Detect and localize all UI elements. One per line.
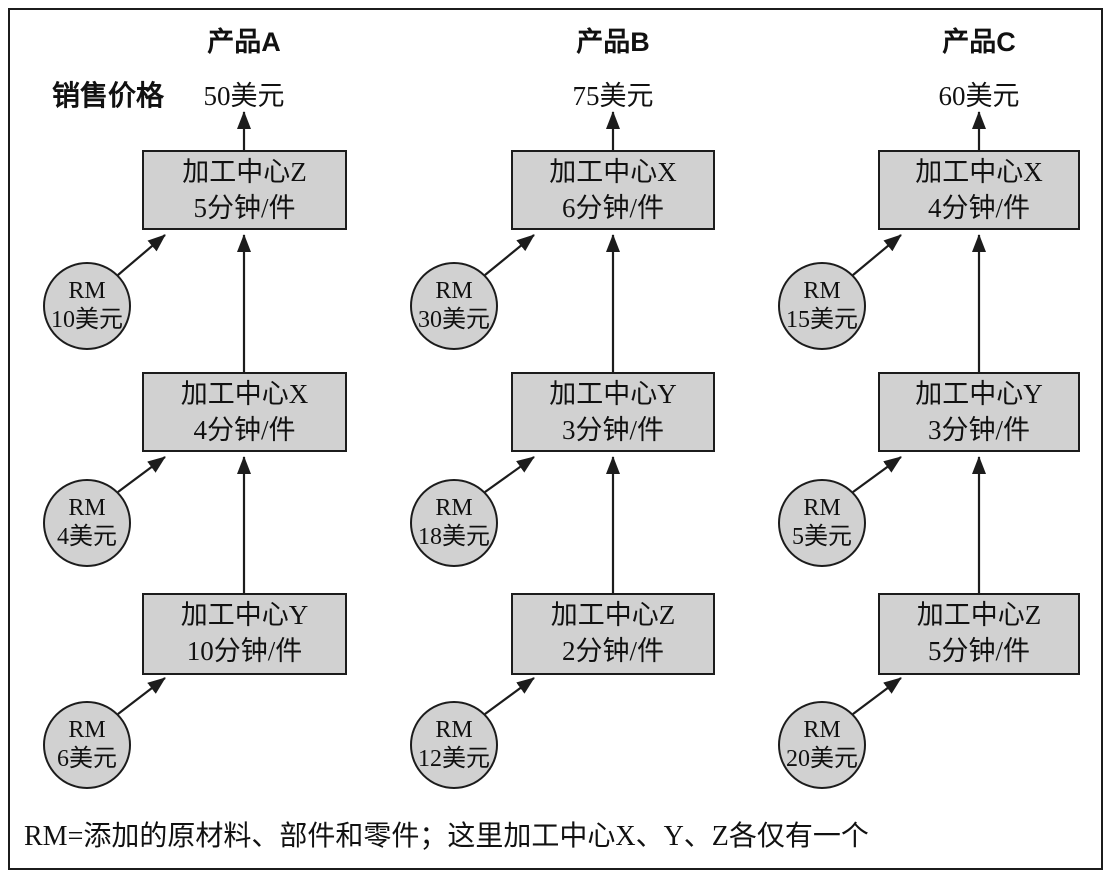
rm-cost: 15美元	[786, 307, 858, 333]
rm-label: RM	[803, 717, 841, 743]
product-c-title: 产品C	[942, 27, 1016, 57]
rm-cost: 6美元	[57, 746, 117, 772]
product-c-rm-bottom: RM 20美元	[778, 701, 866, 789]
station-name: 加工中心Y	[549, 379, 677, 409]
product-c-price: 60美元	[938, 81, 1020, 111]
station-name: 加工中心Y	[180, 600, 309, 630]
product-b-rm-bottom: RM 12美元	[410, 701, 498, 789]
product-b-station-top: 加工中心X 6分钟/件	[511, 150, 715, 230]
station-name: 加工中心X	[549, 157, 677, 187]
product-a-rm-bottom: RM 6美元	[43, 701, 131, 789]
station-rate: 4分钟/件	[927, 193, 1030, 223]
product-c-rm-mid: RM 5美元	[778, 479, 866, 567]
product-c-rm-top: RM 15美元	[778, 262, 866, 350]
rm-label: RM	[803, 278, 841, 304]
rm-label: RM	[68, 717, 106, 743]
rm-cost: 10美元	[51, 307, 123, 333]
station-rate: 3分钟/件	[561, 415, 664, 445]
rm-cost: 4美元	[57, 524, 117, 550]
product-a-rm-top: RM 10美元	[43, 262, 131, 350]
product-c-station-top: 加工中心X 4分钟/件	[878, 150, 1080, 230]
rm-cost: 20美元	[786, 746, 858, 772]
product-a-title: 产品A	[207, 27, 281, 57]
product-a-station-top: 加工中心Z 5分钟/件	[142, 150, 347, 230]
product-b-rm-top: RM 30美元	[410, 262, 498, 350]
rm-cost: 5美元	[792, 524, 852, 550]
product-b-station-mid: 加工中心Y 3分钟/件	[511, 372, 715, 452]
product-c-station-bottom: 加工中心Z 5分钟/件	[878, 593, 1080, 675]
station-rate: 6分钟/件	[561, 193, 664, 223]
station-name: 加工中心X	[180, 379, 309, 409]
station-name: 加工中心X	[915, 157, 1043, 187]
rm-label: RM	[435, 717, 473, 743]
product-b-title: 产品B	[576, 27, 650, 57]
product-c-station-mid: 加工中心Y 3分钟/件	[878, 372, 1080, 452]
product-a-station-mid: 加工中心X 4分钟/件	[142, 372, 347, 452]
product-b-rm-mid: RM 18美元	[410, 479, 498, 567]
rm-label: RM	[68, 495, 106, 521]
station-rate: 5分钟/件	[193, 193, 296, 223]
station-rate: 4分钟/件	[193, 415, 296, 445]
rm-label: RM	[803, 495, 841, 521]
product-b-price: 75美元	[572, 81, 654, 111]
station-rate: 10分钟/件	[186, 636, 303, 666]
rm-label: RM	[435, 495, 473, 521]
footnote: RM=添加的原材料、部件和零件；这里加工中心X、Y、Z各仅有一个	[24, 821, 869, 852]
station-rate: 5分钟/件	[927, 636, 1030, 666]
product-b-station-bottom: 加工中心Z 2分钟/件	[511, 593, 715, 675]
sales-price-label: 销售价格	[52, 80, 165, 111]
product-a-rm-mid: RM 4美元	[43, 479, 131, 567]
product-a-station-bottom: 加工中心Y 10分钟/件	[142, 593, 347, 675]
station-rate: 3分钟/件	[927, 415, 1030, 445]
product-a-price: 50美元	[203, 81, 285, 111]
rm-label: RM	[68, 278, 106, 304]
rm-label: RM	[435, 278, 473, 304]
rm-cost: 18美元	[418, 524, 490, 550]
rm-cost: 30美元	[418, 307, 490, 333]
rm-cost: 12美元	[418, 746, 490, 772]
station-name: 加工中心Z	[182, 157, 307, 187]
station-name: 加工中心Y	[915, 379, 1043, 409]
station-rate: 2分钟/件	[561, 636, 664, 666]
station-name: 加工中心Z	[550, 600, 676, 630]
station-name: 加工中心Z	[916, 600, 1042, 630]
